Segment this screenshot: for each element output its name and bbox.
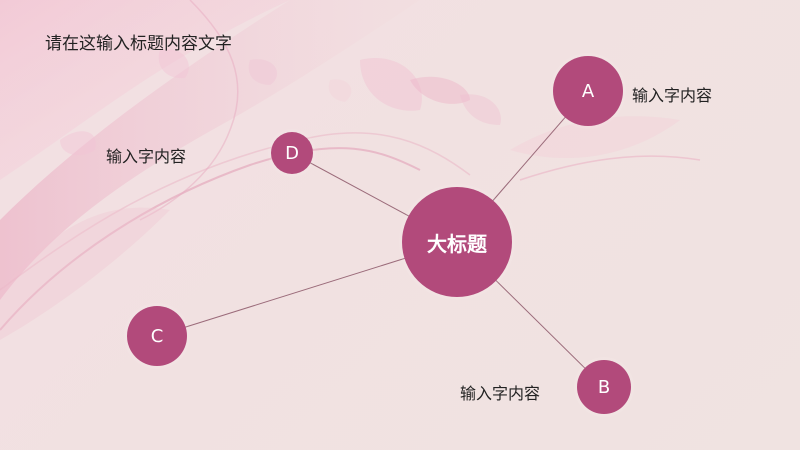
page-title: 请在这输入标题内容文字 [45, 34, 232, 54]
node-a-letter: A [581, 80, 595, 102]
node-c: C [127, 306, 187, 366]
node-d-letter: D [285, 142, 299, 164]
node-b-label: 输入字内容 [460, 384, 541, 403]
node-a-label: 输入字内容 [632, 86, 713, 105]
node-a: A [553, 56, 623, 126]
center-node-label: 大标题 [427, 231, 487, 256]
node-d-label: 输入字内容 [106, 147, 187, 166]
node-d: D [271, 132, 313, 174]
node-b-letter: B [597, 376, 611, 398]
node-b: B [577, 360, 631, 414]
center-node: 大标题 [402, 187, 512, 297]
node-c-letter: C [150, 325, 164, 347]
